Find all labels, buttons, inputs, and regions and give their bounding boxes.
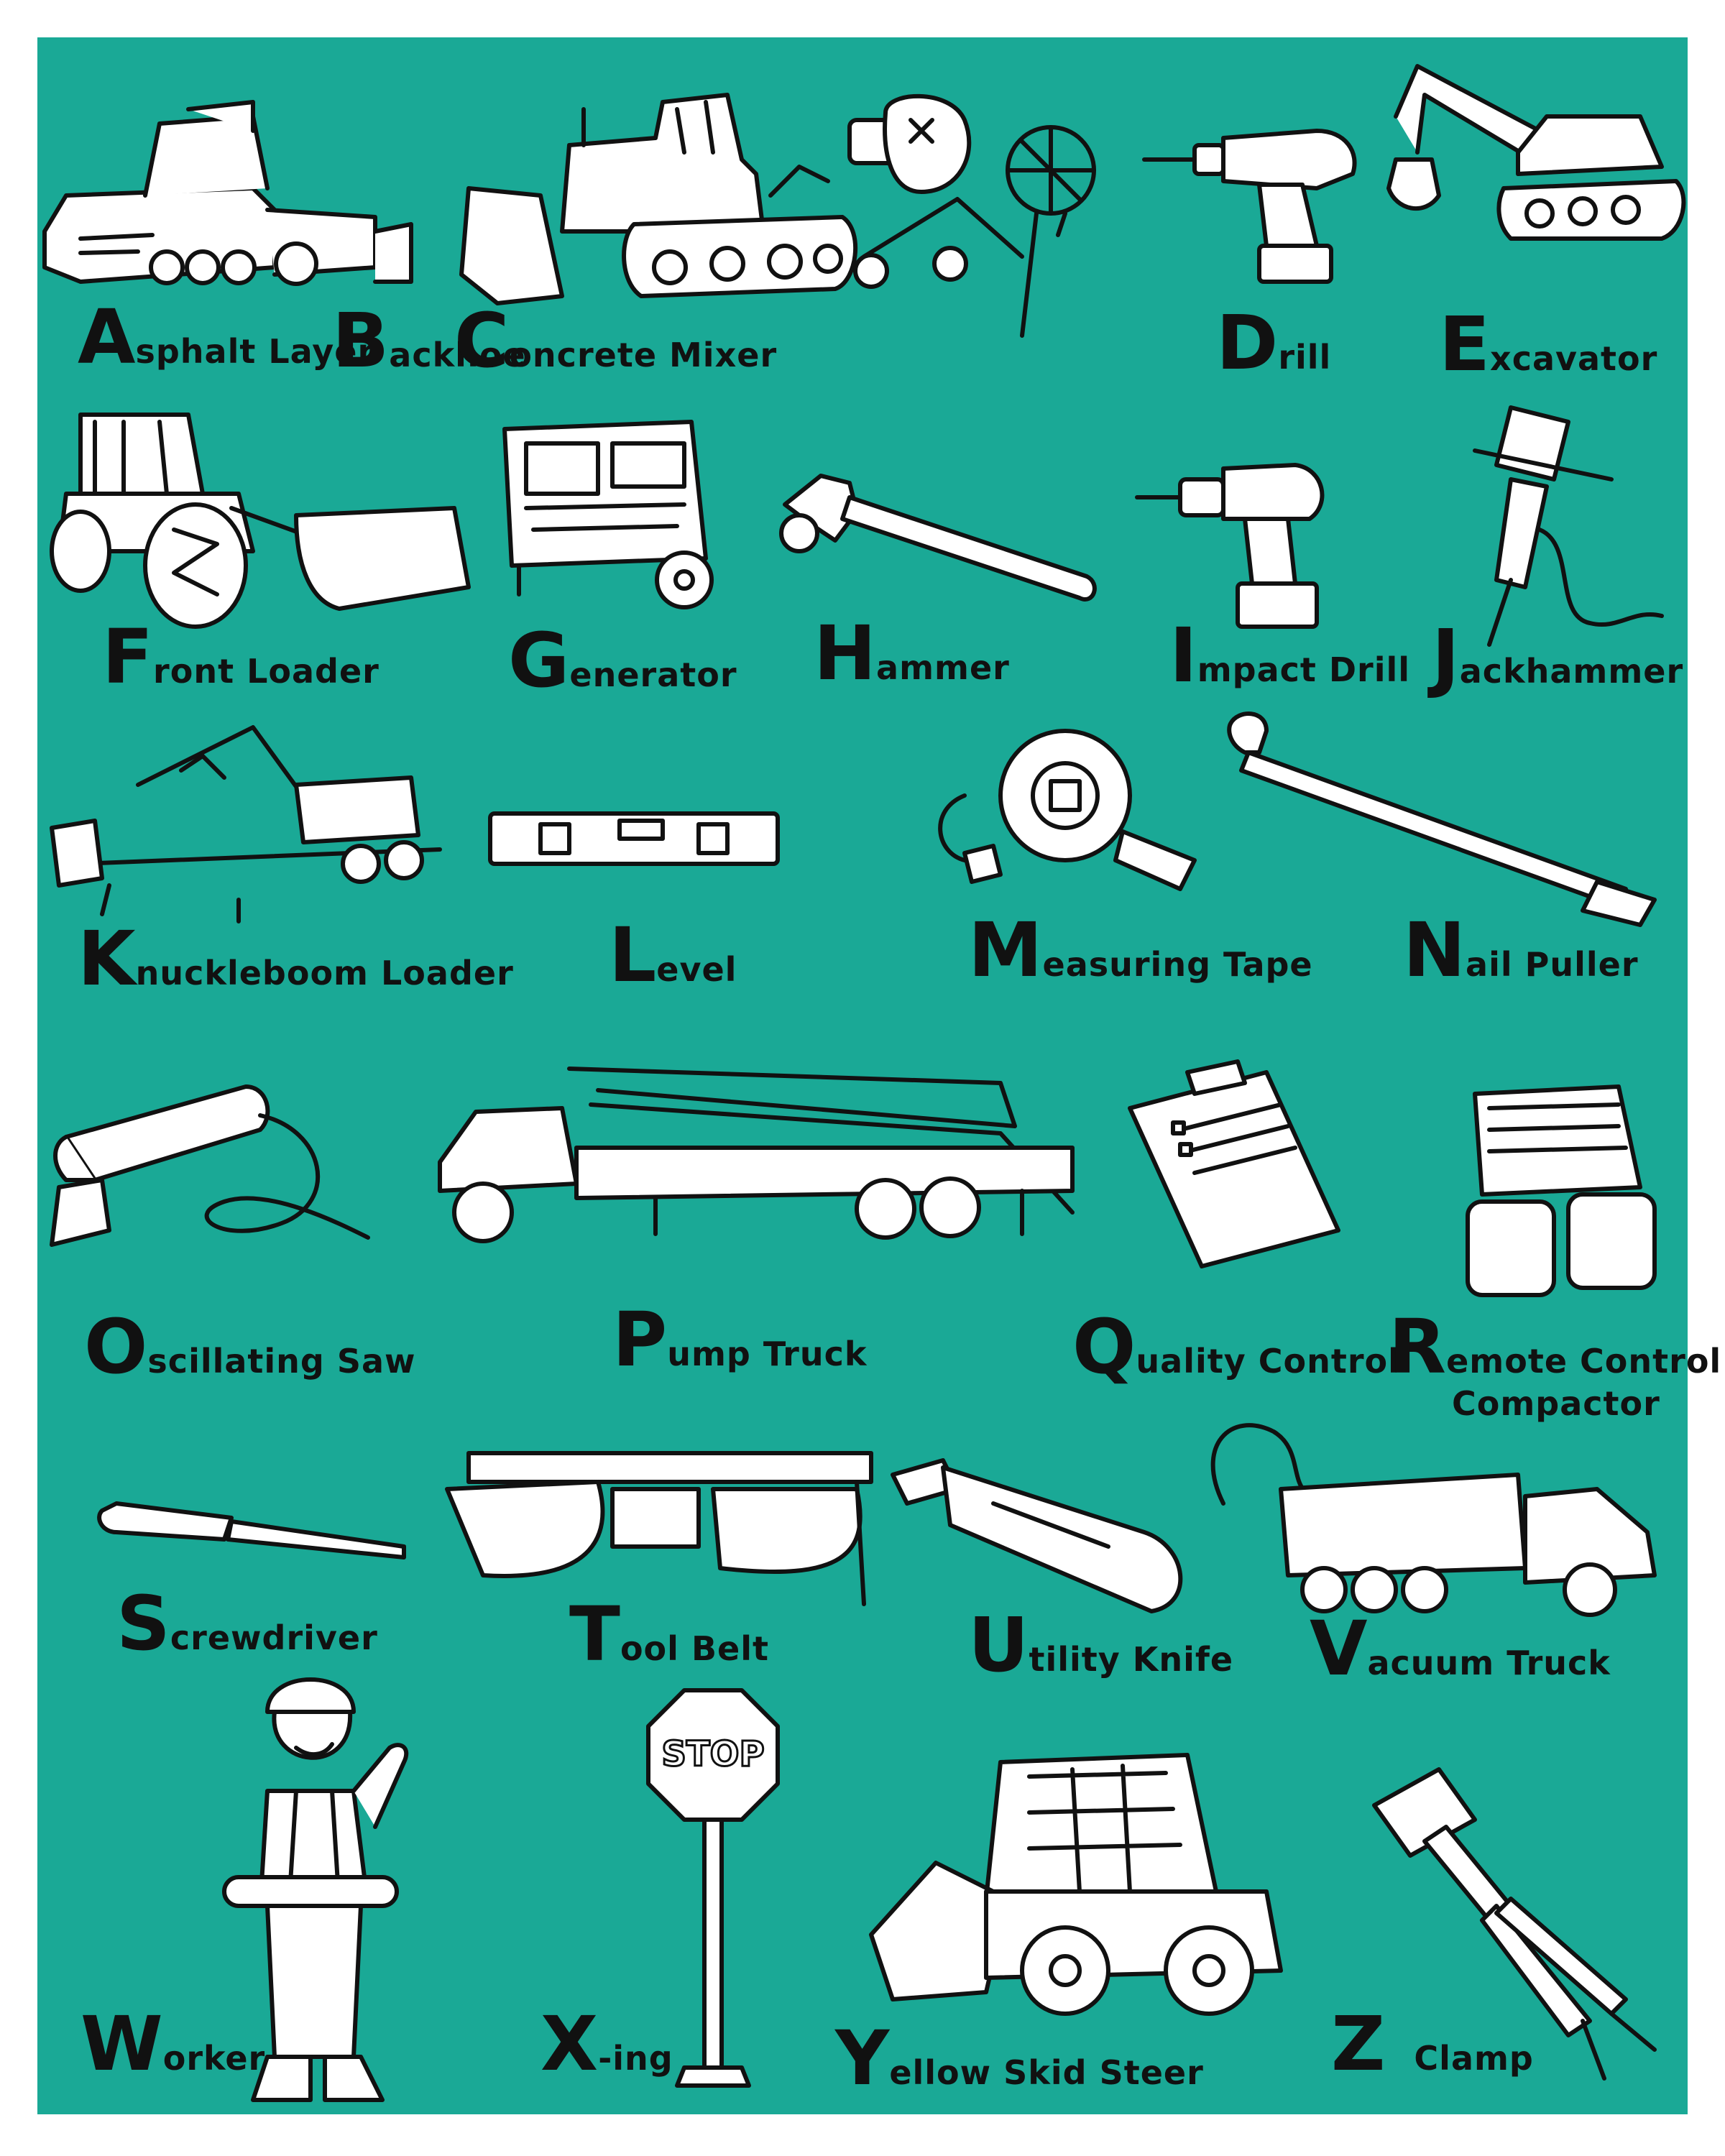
excavator-icon	[1374, 52, 1686, 303]
label-s: Screwdriver	[116, 1580, 378, 1667]
jackhammer-icon	[1432, 400, 1676, 666]
label-o: Oscillating Saw	[84, 1303, 416, 1391]
utility-knife-icon	[886, 1446, 1216, 1640]
bulldozer-icon	[454, 59, 858, 325]
svg-text:STOP: STOP	[661, 1734, 764, 1774]
label-e: Excavator	[1439, 300, 1658, 388]
oscillating-saw-icon	[37, 1058, 397, 1288]
label-h: Hammer	[814, 609, 1010, 697]
generator-icon	[490, 415, 727, 616]
worker-icon	[210, 1669, 440, 2114]
stop-sign-icon: STOP	[641, 1683, 785, 2100]
drill-icon	[1142, 124, 1374, 289]
label-w: Worker	[80, 2000, 266, 2088]
label-q: Quality Control	[1072, 1303, 1400, 1391]
pump-truck-icon	[426, 1040, 1116, 1277]
label-y: Yellow Skid Steer	[835, 2014, 1204, 2102]
label-x: X-ing	[540, 2000, 673, 2088]
label-j: Jackhammer	[1432, 613, 1684, 701]
label-c: Concrete Mixer	[454, 297, 778, 384]
label-g: Generator	[508, 617, 737, 704]
tool-belt-icon	[440, 1424, 900, 1654]
knuckleboom-loader-icon	[37, 713, 469, 950]
label-d: Drill	[1216, 299, 1332, 387]
nail-puller-icon	[1209, 709, 1669, 932]
label-p: Pump Truck	[612, 1296, 868, 1383]
asphalt-layer-icon	[37, 66, 440, 325]
vacuum-truck-icon	[1187, 1410, 1683, 1647]
hammer-icon	[770, 454, 1101, 612]
label-n: Nail Puller	[1403, 906, 1639, 994]
label-i: Impact Drill	[1169, 612, 1411, 699]
clamp-icon	[1353, 1762, 1669, 2107]
alphabet-poster: Asphalt Layer Backhoe Concrete Mixer	[37, 37, 1721, 2114]
level-icon	[483, 799, 785, 885]
measuring-tape-icon	[921, 724, 1266, 939]
label-v: Vacuum Truck	[1310, 1605, 1611, 1692]
label-l: Level	[609, 911, 737, 999]
label-f: Front Loader	[102, 613, 380, 701]
label-t: Tool Belt	[569, 1590, 769, 1678]
label-m: Measuring Tape	[968, 906, 1313, 994]
clipboard-icon	[1116, 1051, 1353, 1288]
compactor-icon	[1453, 1079, 1676, 1309]
concrete-mixer-icon	[842, 91, 1101, 343]
label-a: Asphalt Layer	[78, 293, 375, 381]
label-u: Utility Knife	[968, 1601, 1234, 1689]
label-r: Remote Control Compactor	[1389, 1303, 1722, 1423]
label-b: Backhoe	[332, 297, 526, 384]
label-k: Knuckleboom Loader	[78, 915, 514, 1003]
front-loader-icon	[37, 386, 483, 652]
screwdriver-icon	[95, 1489, 426, 1583]
skid-steer-icon	[864, 1733, 1310, 2042]
impact-drill-icon	[1130, 440, 1346, 641]
